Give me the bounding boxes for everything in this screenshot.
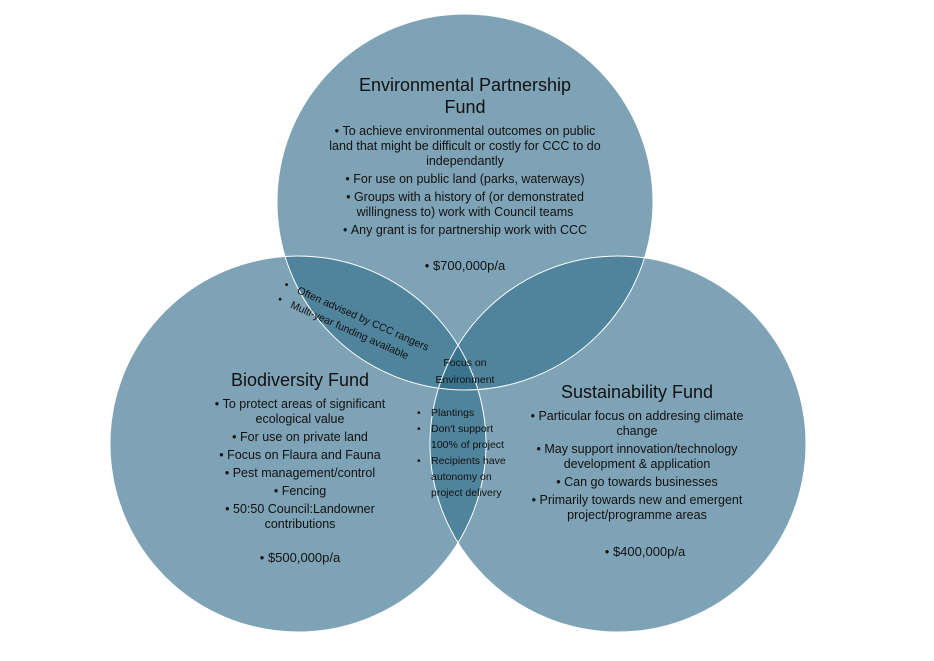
overlap-bio-sus-text: Plantings Don't support 100% of project … xyxy=(417,405,517,501)
biodiversity-fund-bullets: To protect areas of significant ecologic… xyxy=(195,397,405,532)
list-item: Any grant is for partnership work with C… xyxy=(325,223,605,238)
list-item: Focus on Flaura and Fauna xyxy=(195,448,405,463)
list-item: Plantings xyxy=(417,405,517,421)
list-item: For use on public land (parks, waterways… xyxy=(325,172,605,187)
list-item: For use on private land xyxy=(195,430,405,445)
sustainability-fund-amount: $400,000p/a xyxy=(570,544,720,559)
list-item: Groups with a history of (or demonstrate… xyxy=(325,190,605,220)
sustainability-fund-title: Sustainability Fund xyxy=(560,382,714,402)
list-item: To protect areas of significant ecologic… xyxy=(195,397,405,427)
list-item: Don't support 100% of project xyxy=(417,421,517,453)
list-item: Primarily towards new and emergent proje… xyxy=(522,493,752,523)
biodiversity-fund-block: Biodiversity Fund To protect areas of si… xyxy=(195,369,405,535)
list-item: May support innovation/technology develo… xyxy=(522,442,752,472)
environmental-fund-title: Environmental Partnership Fund xyxy=(358,75,572,117)
list-item: Can go towards businesses xyxy=(522,475,752,490)
list-item: Recipients have autonomy on project deli… xyxy=(417,453,517,501)
environmental-fund-amount: $700,000p/a xyxy=(380,258,550,273)
overlap-all-text: Focus on Environment xyxy=(435,357,495,386)
sustainability-fund-block: Sustainability Fund Particular focus on … xyxy=(522,381,752,526)
list-item: Particular focus on addresing climate ch… xyxy=(522,409,752,439)
list-item: Pest management/control xyxy=(195,466,405,481)
environmental-fund-block: Environmental Partnership Fund To achiev… xyxy=(325,74,605,241)
list-item: 50:50 Council:Landowner contributions xyxy=(195,502,405,532)
list-item: Fencing xyxy=(195,484,405,499)
overlap-env-sus xyxy=(430,256,653,390)
list-item: To achieve environmental outcomes on pub… xyxy=(325,124,605,169)
biodiversity-fund-amount: $500,000p/a xyxy=(225,550,375,565)
environmental-fund-bullets: To achieve environmental outcomes on pub… xyxy=(325,124,605,238)
biodiversity-fund-title: Biodiversity Fund xyxy=(230,370,370,390)
sustainability-fund-bullets: Particular focus on addresing climate ch… xyxy=(522,409,752,523)
